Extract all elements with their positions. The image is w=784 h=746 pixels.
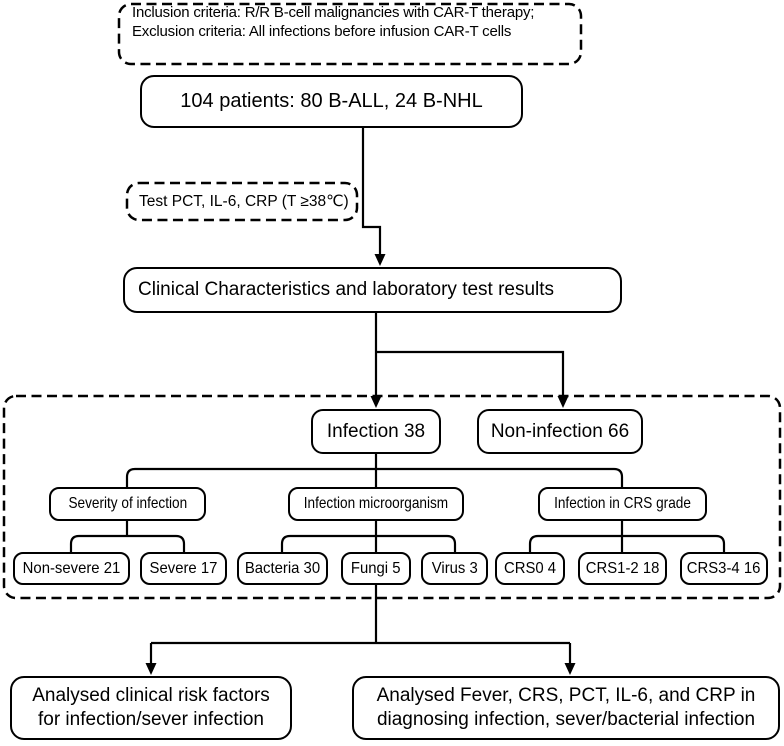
crs3-4-box: CRS3-4 16 (680, 552, 768, 585)
crs-grade-category-label: Infection in CRS grade (554, 495, 691, 512)
clinical-box: Clinical Characteristics and laboratory … (123, 267, 622, 313)
fungi-label: Fungi 5 (351, 559, 401, 577)
bacteria-label: Bacteria 30 (244, 559, 321, 577)
infection-label: Infection 38 (326, 420, 426, 442)
diagnostics-outcome-box: Analysed Fever, CRS, PCT, IL-6, and CRP … (352, 676, 780, 740)
non-infection-label: Non-infection 66 (490, 420, 630, 442)
crs0-label: CRS0 4 (503, 559, 557, 577)
crs3-4-label: CRS3-4 16 (687, 559, 761, 577)
test-dashed-border (125, 181, 359, 222)
severe-box: Severe 17 (140, 552, 227, 585)
microorganism-category-box: Infection microorganism (288, 487, 464, 521)
crs-grade-category-box: Infection in CRS grade (538, 487, 707, 521)
exclusion-criteria-text: Exclusion criteria: All infections befor… (132, 22, 512, 40)
diagnostics-line2: diagnosing infection, sever/bacterial in… (376, 709, 756, 730)
risk-factors-line2: for infection/sever infection (37, 709, 264, 730)
diagnostics-line1: Analysed Fever, CRS, PCT, IL-6, and CRP … (376, 685, 756, 707)
risk-factors-line1: Analysed clinical risk factors (32, 685, 270, 707)
non-severe-box: Non-severe 21 (13, 552, 130, 585)
severe-label: Severe 17 (149, 559, 218, 577)
virus-label: Virus 3 (431, 559, 478, 577)
bacteria-box: Bacteria 30 (237, 552, 328, 585)
cohort-box: 104 patients: 80 B-ALL, 24 B-NHL (140, 75, 523, 128)
severity-category-box: Severity of infection (49, 487, 206, 521)
criteria-dashed-border (117, 2, 583, 66)
crs1-2-box: CRS1-2 18 (578, 552, 667, 585)
criteria-note: Inclusion criteria: R/R B-cell malignanc… (119, 4, 581, 64)
test-note: Test PCT, IL-6, CRP (T ≥38℃) (127, 183, 357, 220)
clinical-label: Clinical Characteristics and laboratory … (138, 279, 555, 301)
infection-box: Infection 38 (311, 409, 441, 454)
virus-box: Virus 3 (421, 552, 488, 585)
fungi-box: Fungi 5 (341, 552, 411, 585)
crs1-2-label: CRS1-2 18 (585, 559, 660, 577)
cohort-label: 104 patients: 80 B-ALL, 24 B-NHL (180, 90, 483, 112)
risk-factors-outcome-box: Analysed clinical risk factors for infec… (10, 676, 292, 740)
crs0-box: CRS0 4 (495, 552, 565, 585)
test-note-label: Test PCT, IL-6, CRP (T ≥38℃) (139, 192, 349, 210)
analysis-group-dashed-border (2, 394, 782, 600)
non-severe-label: Non-severe 21 (22, 559, 121, 577)
severity-category-label: Severity of infection (68, 495, 187, 512)
inclusion-criteria-text: Inclusion criteria: R/R B-cell malignanc… (132, 4, 535, 21)
non-infection-box: Non-infection 66 (477, 409, 643, 454)
microorganism-category-label: Infection microorganism (303, 495, 449, 512)
